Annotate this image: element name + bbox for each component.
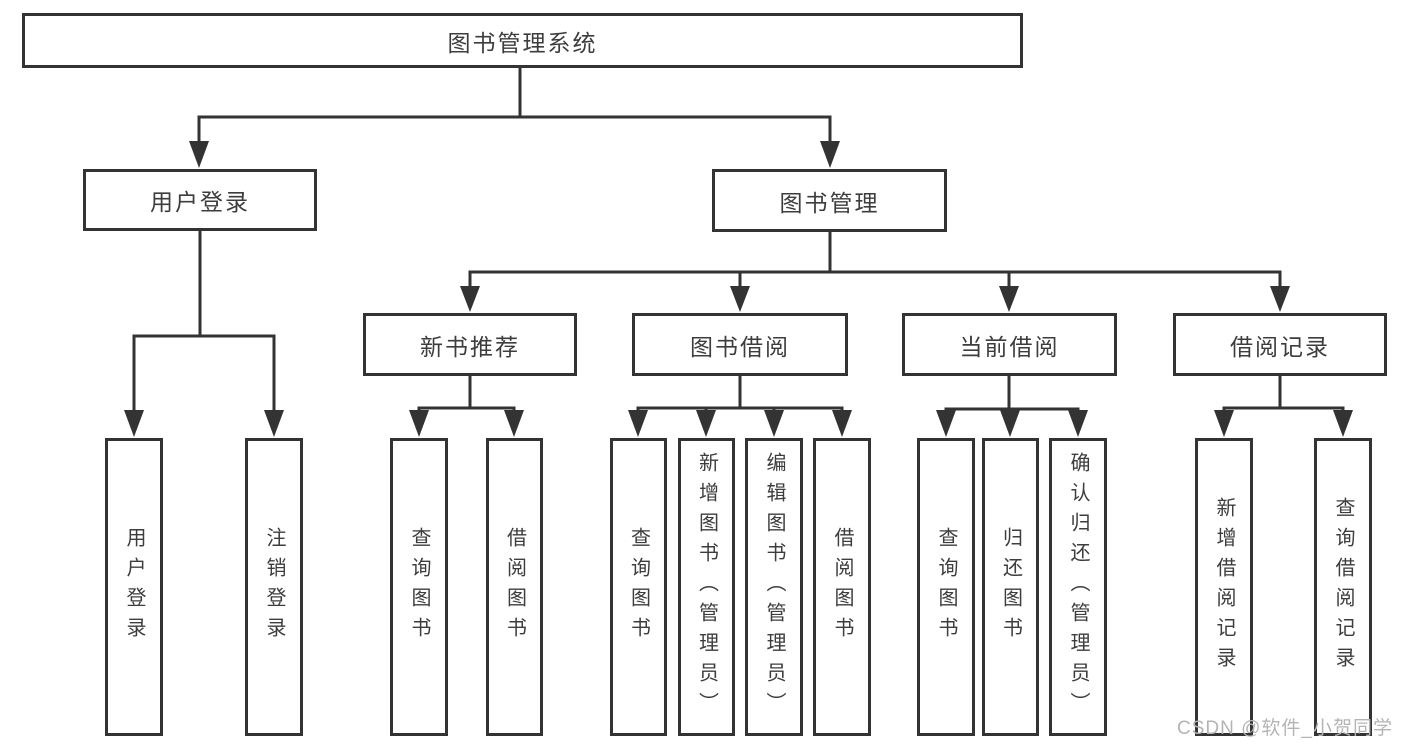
leaf-borrow-query: 查询图书 [610, 438, 667, 736]
leaf-borrow-query-label: 查询图书 [627, 527, 650, 647]
leaf-borrow-book-label: 借阅图书 [831, 527, 853, 647]
leaf-newbooks-borrow-label: 借阅图书 [503, 527, 526, 647]
leaf-current-confirm-admin: 确认归还（管理员） [1049, 438, 1107, 736]
leaf-newbooks-query: 查询图书 [390, 438, 448, 736]
leaf-current-return: 归还图书 [982, 438, 1039, 736]
leaf-records-query-label: 查询借阅记录 [1332, 497, 1354, 677]
node-user-login-label: 用户登录 [150, 189, 250, 215]
leaf-records-query: 查询借阅记录 [1314, 438, 1372, 736]
leaf-records-add: 新增借阅记录 [1195, 438, 1253, 736]
leaf-current-query: 查询图书 [917, 438, 975, 736]
leaf-current-return-label: 归还图书 [999, 527, 1022, 647]
leaf-current-confirm-admin-label: 确认归还（管理员） [1067, 452, 1089, 722]
leaf-borrow-add-admin-label: 新增图书（管理员） [695, 452, 718, 722]
leaf-newbooks-query-label: 查询图书 [408, 527, 430, 647]
leaf-newbooks-borrow: 借阅图书 [486, 438, 543, 736]
leaf-borrow-edit-admin-label: 编辑图书（管理员） [763, 452, 785, 722]
leaf-logout-label: 注销登录 [263, 527, 285, 647]
node-root-system-label: 图书管理系统 [447, 29, 598, 56]
leaf-borrow-edit-admin: 编辑图书（管理员） [745, 438, 803, 736]
leaf-borrow-book: 借阅图书 [813, 438, 871, 736]
node-current-borrow: 当前借阅 [902, 313, 1117, 376]
node-root-system: 图书管理系统 [22, 13, 1023, 68]
node-book-borrow: 图书借阅 [632, 313, 848, 376]
csdn-watermark: CSDN @软件_小贺同学 [1177, 718, 1393, 739]
node-borrow-records-label: 借阅记录 [1230, 333, 1330, 360]
leaf-current-query-label: 查询图书 [935, 527, 957, 647]
leaf-user-login: 用户登录 [105, 438, 163, 736]
node-user-login: 用户登录 [83, 169, 317, 231]
node-new-book-recommend: 新书推荐 [363, 313, 577, 376]
leaf-borrow-add-admin: 新增图书（管理员） [678, 438, 735, 736]
leaf-records-add-label: 新增借阅记录 [1213, 497, 1235, 677]
leaf-user-login-label: 用户登录 [123, 527, 145, 647]
node-book-management-label: 图书管理 [779, 189, 880, 216]
node-book-borrow-label: 图书借阅 [690, 333, 790, 360]
node-current-borrow-label: 当前借阅 [959, 333, 1060, 360]
leaf-logout: 注销登录 [245, 438, 303, 736]
node-borrow-records: 借阅记录 [1173, 313, 1387, 376]
node-book-management: 图书管理 [712, 169, 947, 232]
node-new-book-recommend-label: 新书推荐 [420, 333, 520, 360]
